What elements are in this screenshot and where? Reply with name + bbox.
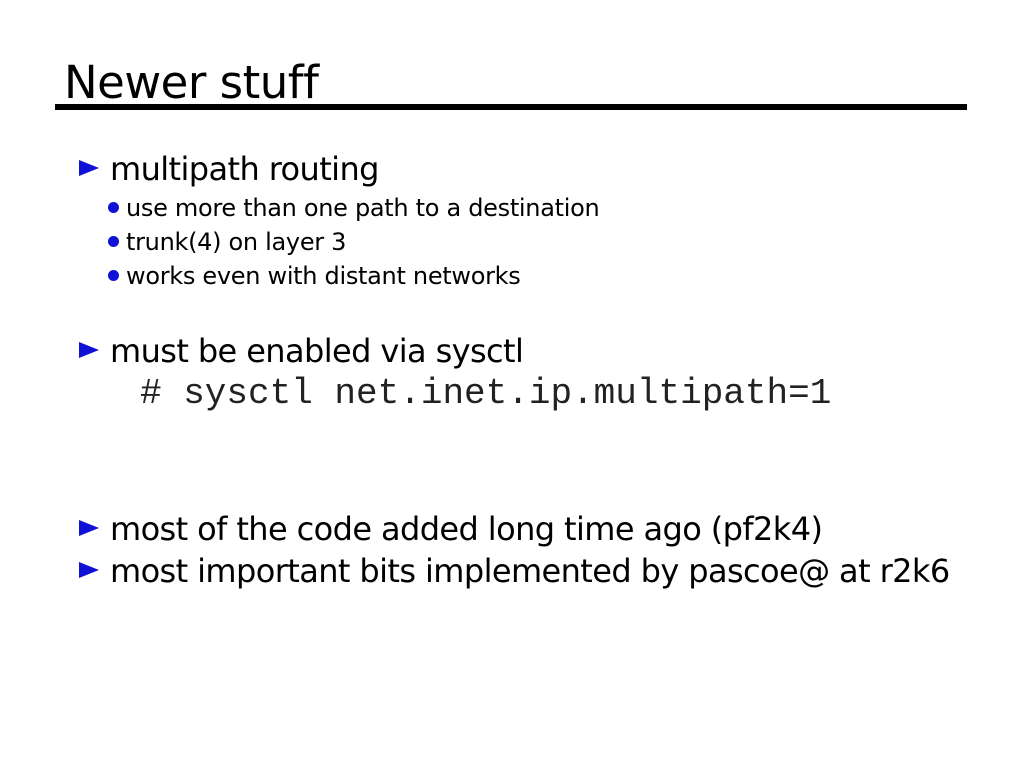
dot-bullet-icon [108,270,119,281]
triangle-bullet-icon [79,342,99,358]
bullet-item-pascoe: most important bits implemented by pasco… [79,550,950,592]
sub-bullet-item: use more than one path to a destination [108,193,600,223]
title-underline [55,104,967,110]
sysctl-command-line: # sysctl net.inet.ip.multipath=1 [140,373,832,414]
triangle-bullet-icon [79,520,99,536]
triangle-bullet-icon [79,562,99,578]
bullet-item-sysctl: must be enabled via sysctl [79,330,524,372]
bullet-item-multipath-routing: multipath routing [79,148,379,190]
slide-title: Newer stuff [64,56,319,109]
sub-bullet-text: works even with distant networks [126,262,521,290]
dot-bullet-icon [108,202,119,213]
sub-bullet-item: works even with distant networks [108,261,521,291]
sub-bullet-text: trunk(4) on layer 3 [126,228,347,256]
sub-bullet-item: trunk(4) on layer 3 [108,227,346,257]
dot-bullet-icon [108,236,119,247]
bullet-text: most important bits implemented by pasco… [110,552,950,590]
bullet-item-code-added: most of the code added long time ago (pf… [79,508,823,550]
bullet-text: most of the code added long time ago (pf… [110,510,823,548]
bullet-text: multipath routing [110,150,379,188]
bullet-text: must be enabled via sysctl [110,332,524,370]
sub-bullet-text: use more than one path to a destination [126,194,600,222]
triangle-bullet-icon [79,160,99,176]
